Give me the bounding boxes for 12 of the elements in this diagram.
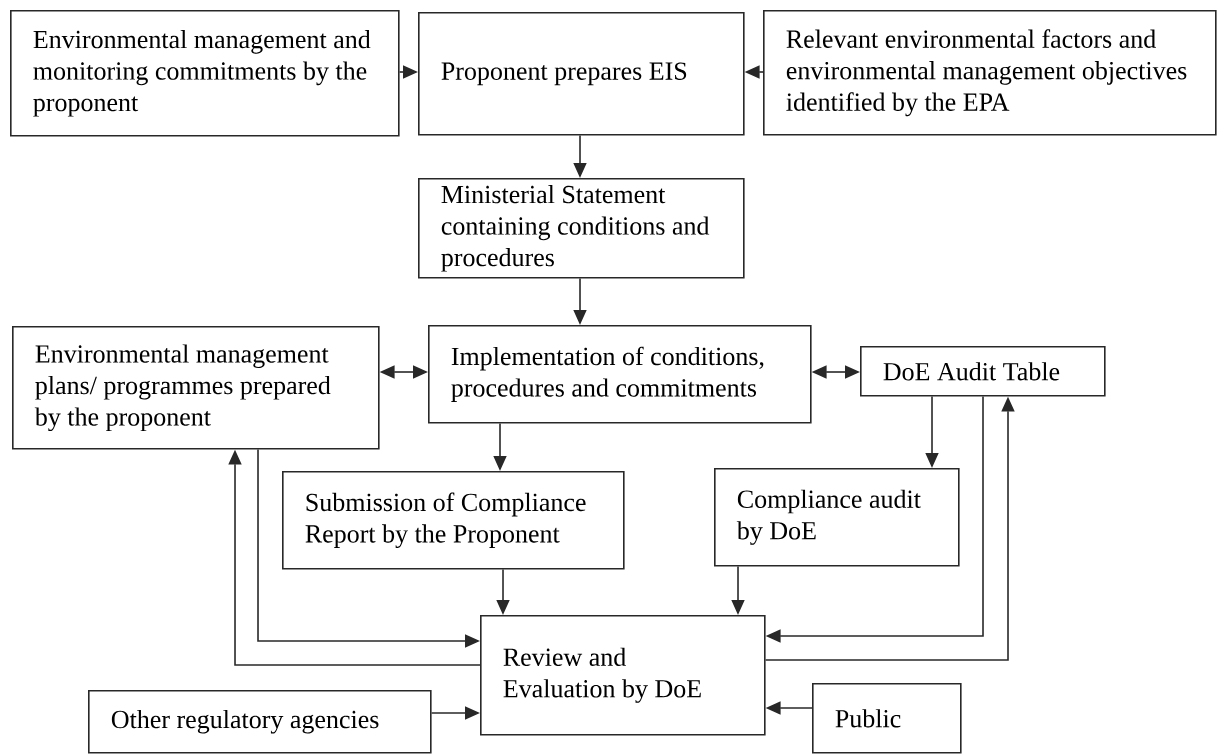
- process-box: Review and Evaluation by DoE: [480, 615, 766, 736]
- process-box: Environmental management and monitoring commitments by the proponent: [10, 10, 400, 137]
- process-box: Proponent prepares EIS: [418, 12, 745, 136]
- process-box: Submission of Compliance Report by the Proponent: [282, 471, 625, 570]
- process-box: DoE Audit Table: [860, 346, 1106, 397]
- process-box: Implementation of conditions, procedures and commitments: [428, 325, 812, 424]
- process-box: Environmental management plans/ programmes prepared by the proponent: [12, 326, 380, 450]
- process-box: Compliance audit by DoE: [714, 468, 960, 567]
- process-box: Public: [812, 683, 962, 754]
- process-box: Ministerial Statement containing conditions and procedures: [418, 178, 745, 279]
- process-box: Other regulatory agencies: [88, 690, 432, 754]
- process-box: Relevant environmental factors and environmental management objectives identified by the EPA: [763, 10, 1217, 136]
